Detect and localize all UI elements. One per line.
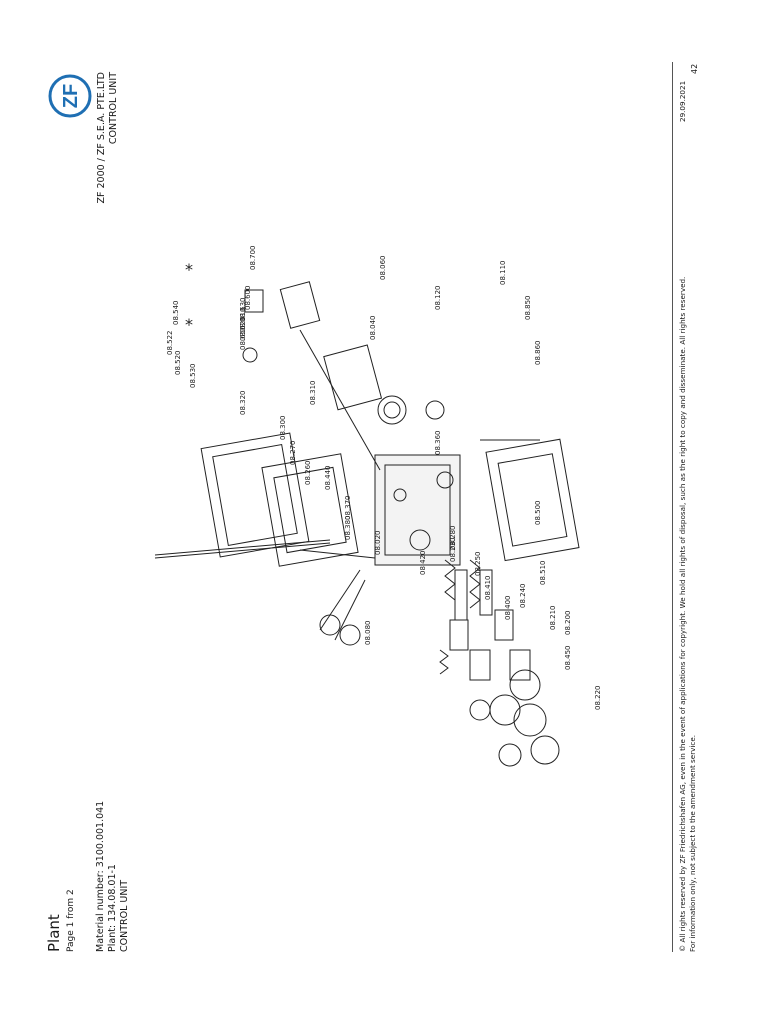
part-label: 08.410 (484, 576, 492, 601)
part-label: 08.500 (534, 501, 542, 526)
asterisk-mark: * (185, 260, 193, 279)
part-label: 08.420 (419, 551, 427, 576)
zf-logo: ZF (48, 74, 92, 118)
part-label: 08.260 (304, 461, 312, 486)
part-label: 08.370 (344, 496, 352, 521)
part-label: 08.040 (369, 316, 377, 341)
part-label: 08.540 (172, 301, 180, 326)
part-label: 08.310 (309, 381, 317, 406)
part-label: 08.650 (239, 326, 247, 351)
part-label: 08.630 (239, 298, 247, 323)
part-label: 08.380 (344, 516, 352, 541)
copyright-text: © All rights reserved by ZF Friedrichsha… (678, 276, 687, 952)
part-label: 08.610 (239, 308, 247, 333)
material-number: Material number: 3100.001.041 (95, 800, 106, 952)
page-info: Page 1 from 2 (66, 889, 76, 952)
part-label: 08.200 (564, 611, 572, 636)
part-label: 08.860 (534, 341, 542, 366)
part-label: 08.400 (504, 596, 512, 621)
part-label: 08.120 (434, 286, 442, 311)
part-label: 08.520 (174, 351, 182, 376)
part-label: 08.220 (594, 686, 600, 711)
part-label: 08.250 (474, 552, 482, 577)
part-label: 08.600 (244, 286, 252, 311)
part-label: 08.060 (379, 256, 387, 281)
footer-date: 29.09.2021 (678, 80, 687, 122)
part-label: 08.510 (539, 561, 547, 586)
part-label: 08.360 (434, 431, 442, 456)
page-title: Plant (45, 914, 63, 952)
company-line-2: CONTROL UNIT (108, 72, 119, 145)
part-label: 08.450 (564, 646, 572, 671)
part-label: 08.700 (249, 246, 257, 271)
part-label: 08.440 (324, 466, 332, 491)
logo-text: ZF (60, 84, 82, 108)
part-label: 08.530 (189, 364, 197, 389)
footer-note: For information only, not subject to the… (688, 734, 697, 952)
part-label: 08.020 (374, 531, 382, 556)
unit-name: CONTROL UNIT (119, 879, 130, 952)
part-label: 08.320 (239, 391, 247, 416)
page-number: 42 (690, 63, 699, 74)
asterisk-mark: * (185, 315, 193, 334)
part-label: 08.240 (519, 584, 527, 609)
part-label: 08.270 (289, 441, 297, 466)
part-label: 08.280 (449, 526, 457, 551)
part-label: 08.110 (499, 261, 507, 286)
company-line-1: ZF 2000 / ZF S.E.A. PTE.LTD (96, 72, 107, 204)
part-label: 08.230 (449, 538, 457, 563)
footer-rule (672, 62, 673, 952)
part-label: 08.522 (166, 331, 174, 356)
part-label: 08.080 (364, 621, 372, 646)
part-label: 08.850 (524, 296, 532, 321)
part-label: 08.210 (549, 606, 557, 631)
part-label: 08.620 (239, 317, 247, 342)
plant-number: Plant: 134.08.01-1 (107, 864, 118, 952)
part-label: 08.300 (279, 416, 287, 441)
